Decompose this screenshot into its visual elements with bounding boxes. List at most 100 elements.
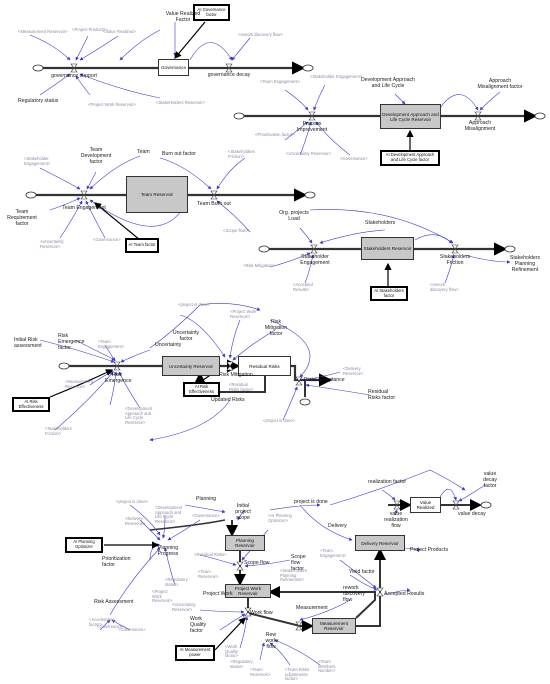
- team-stock: Team Reservoir: [126, 176, 188, 213]
- approach-misalignment-factor-label: Approach Misalignment factor: [477, 78, 523, 90]
- project-is-done-label: project is done: [294, 499, 328, 505]
- ref-stakeholders-friction-2: <Stakeholders Friction>: [45, 426, 72, 436]
- ref-project-work-reservoir: <Project Work Reservoir>: [88, 102, 136, 107]
- value-decay-label: value decay: [458, 511, 486, 517]
- valve-icon: [113, 361, 121, 371]
- team-burn-out-label: Team Burn out: [197, 201, 231, 207]
- approach-misalignment-label: Approach Misalignment: [464, 120, 496, 132]
- ai-stakeholders-box: AI Stakeholders factor: [370, 286, 408, 301]
- valve-icon: [226, 361, 234, 371]
- ref-accepted-results: <Accepted Results>: [293, 282, 313, 292]
- ref-measurement-reservoir-2: <Measurement Reservoir>: [65, 379, 94, 389]
- ref-development-approach: <Development Approach and Life Cycle Res…: [125, 406, 153, 426]
- ref-stakeholders-reservoir: <StakeHolders Reservoir>: [156, 100, 206, 105]
- value-realized-stock: Value Realized: [410, 497, 441, 513]
- work-flow-label: Work flow: [250, 610, 273, 616]
- development-section: [233, 84, 546, 156]
- valve-icon: [70, 63, 78, 73]
- ref-team-members-number: <Team Members Number>: [318, 659, 336, 674]
- realization-factor-label: realization factor: [368, 479, 407, 485]
- valve-icon: [210, 190, 218, 200]
- valve-icon: [376, 587, 384, 597]
- ref-governance-2: <Governance>: [93, 237, 121, 242]
- process-improvement-label: Process Improvement: [296, 121, 328, 133]
- ref-rework-discovery-flow: <rework discovery flow>: [238, 32, 283, 37]
- ref-team-engagement-3: <Team Engagement>: [320, 548, 347, 558]
- team-requirement-factor-label: Team Requirement factor: [7, 209, 37, 227]
- accepted-results-label: Accepted Results: [384, 591, 425, 597]
- uncertainty-label: Uncertainty: [155, 342, 182, 348]
- ref-regulatory-status: <Regulatory status>: [165, 577, 188, 587]
- initial-risk-assessment-label: Initial Risk assessment: [14, 337, 42, 349]
- valve-icon: [310, 244, 318, 254]
- team-label: Team: [137, 149, 150, 155]
- ref-delivery-reservoir: <Delivery Reservoir>: [343, 366, 364, 376]
- ai-measurement-box: AI Measurement power: [175, 645, 215, 661]
- team-section: [25, 155, 316, 241]
- sink-cloud-icon: [480, 501, 492, 509]
- delivery-label: Delivery: [328, 523, 347, 529]
- ref-rework-discovery-flow-2: <rework discovery flow>: [430, 282, 459, 292]
- ref-stakeholder-engagement-2: <Stakeholder Engagement>: [24, 156, 51, 166]
- valve-icon: [393, 500, 401, 510]
- ref-uncertainty-reservoir-2: <Uncertainty Reservoir>: [40, 239, 64, 249]
- valve-icon: [474, 111, 482, 121]
- risk-mitigation-label: Risk Mitigation: [219, 372, 253, 378]
- ai-governance-box: AI Governance factor: [193, 4, 230, 21]
- initial-project-scope-label: Initial project scope: [235, 503, 251, 521]
- ai-risk-box: AI Risk Effectiveness: [12, 397, 50, 412]
- project-products-label: Project Products: [410, 547, 449, 553]
- ref-governance: <Governance>: [340, 156, 368, 161]
- governance-stock: Governance: [158, 59, 189, 76]
- ref-regulatory-status-2: <Regulatory status>: [230, 659, 253, 669]
- burn-out-factor-label: Burn out factor: [162, 151, 197, 157]
- project-work-label: Project Work: [203, 591, 233, 597]
- residual-risks-factor-label: Residual Risks factor: [368, 389, 396, 401]
- team-engagement-label: Team Engagement: [62, 205, 106, 211]
- ref-risk-mitigation: <Risk Mitigation>: [243, 263, 276, 268]
- source-cloud-icon: [58, 362, 70, 370]
- org-projects-load-label: Org. projects Load: [279, 210, 309, 222]
- ref-accelerating-factor: <Accelerating factor>: [89, 617, 115, 627]
- risk-emergence-factor-label: Risk Emergence factor: [58, 333, 85, 351]
- valve-icon: [236, 561, 244, 571]
- residual-risks-stock: Residual Risks: [238, 356, 291, 376]
- ref-project-products: <Project Products>: [72, 27, 108, 32]
- work-quality-factor-label: Work Quality factor: [190, 616, 207, 634]
- uncertainty-stock: Uncertainty Reservoir: [162, 356, 220, 376]
- measurement-label: Measurement: [296, 605, 328, 611]
- ref-value-realized: <Value Realized>: [103, 29, 136, 34]
- ref-prioritization-factor: <Prioritization factor>: [255, 132, 295, 137]
- ref-uncertainty-reservoir: <Uncertainty Reservoir>: [286, 151, 332, 156]
- risk-assessment-label: Risk Assessment: [94, 599, 134, 605]
- uncertainty-factor-label: Uncertainty factor: [172, 330, 200, 342]
- risk-section: [39, 303, 371, 442]
- delivery-stock: Delivery Reservoir: [355, 535, 405, 551]
- ai-development-box: AI Development Approach and Life Cycle f…: [380, 150, 440, 166]
- valve-icon: [295, 621, 303, 631]
- value-realized-factor-label: Value Realized Factor: [165, 11, 201, 23]
- stakeholders-planning-refinement-label: Stakeholders Planning Refinement: [509, 255, 541, 273]
- yield-factor-label: Yield factor: [349, 569, 375, 575]
- ref-residual-risks: <Residual Risks>: [194, 552, 227, 557]
- dev-approach-label: Development Approach and Life Cycle: [361, 77, 415, 89]
- ref-team-engagement: <Team Engagement>: [260, 79, 301, 84]
- ref-stakeholders-friction: <Stakeholders Friction>: [228, 149, 255, 159]
- ref-team-reservoir: <Team Reservoir>: [198, 569, 219, 579]
- sink-cloud-icon: [304, 191, 316, 199]
- ref-project-is-done-3: <project is done>: [116, 499, 149, 504]
- stakeholder-engagement-label: Stakeholder Engagement: [300, 254, 330, 266]
- ai-team-box: AI Team factor: [125, 238, 159, 253]
- ref-work-quality-factor: <Work Quality factor>: [225, 644, 239, 659]
- ref-team-engagement-2: <Team Engagement>: [98, 339, 125, 349]
- team-development-factor-label: Team Development factor: [80, 147, 112, 165]
- ref-uncertainty-reservoir-3: <Uncertainty Reservoir>: [172, 602, 196, 612]
- sink-cloud-icon: [299, 398, 311, 406]
- ref-project-is-done: <project is done>: [178, 302, 211, 307]
- ai-planning-box: AI Planning Optimizer: [65, 537, 103, 553]
- ref-project-work-reservoir-2: <Project Work Reservoir>: [230, 309, 257, 319]
- sink-cloud-icon: [302, 64, 314, 72]
- development-stock: Development Approach and Life Cycle Rese…: [380, 104, 441, 129]
